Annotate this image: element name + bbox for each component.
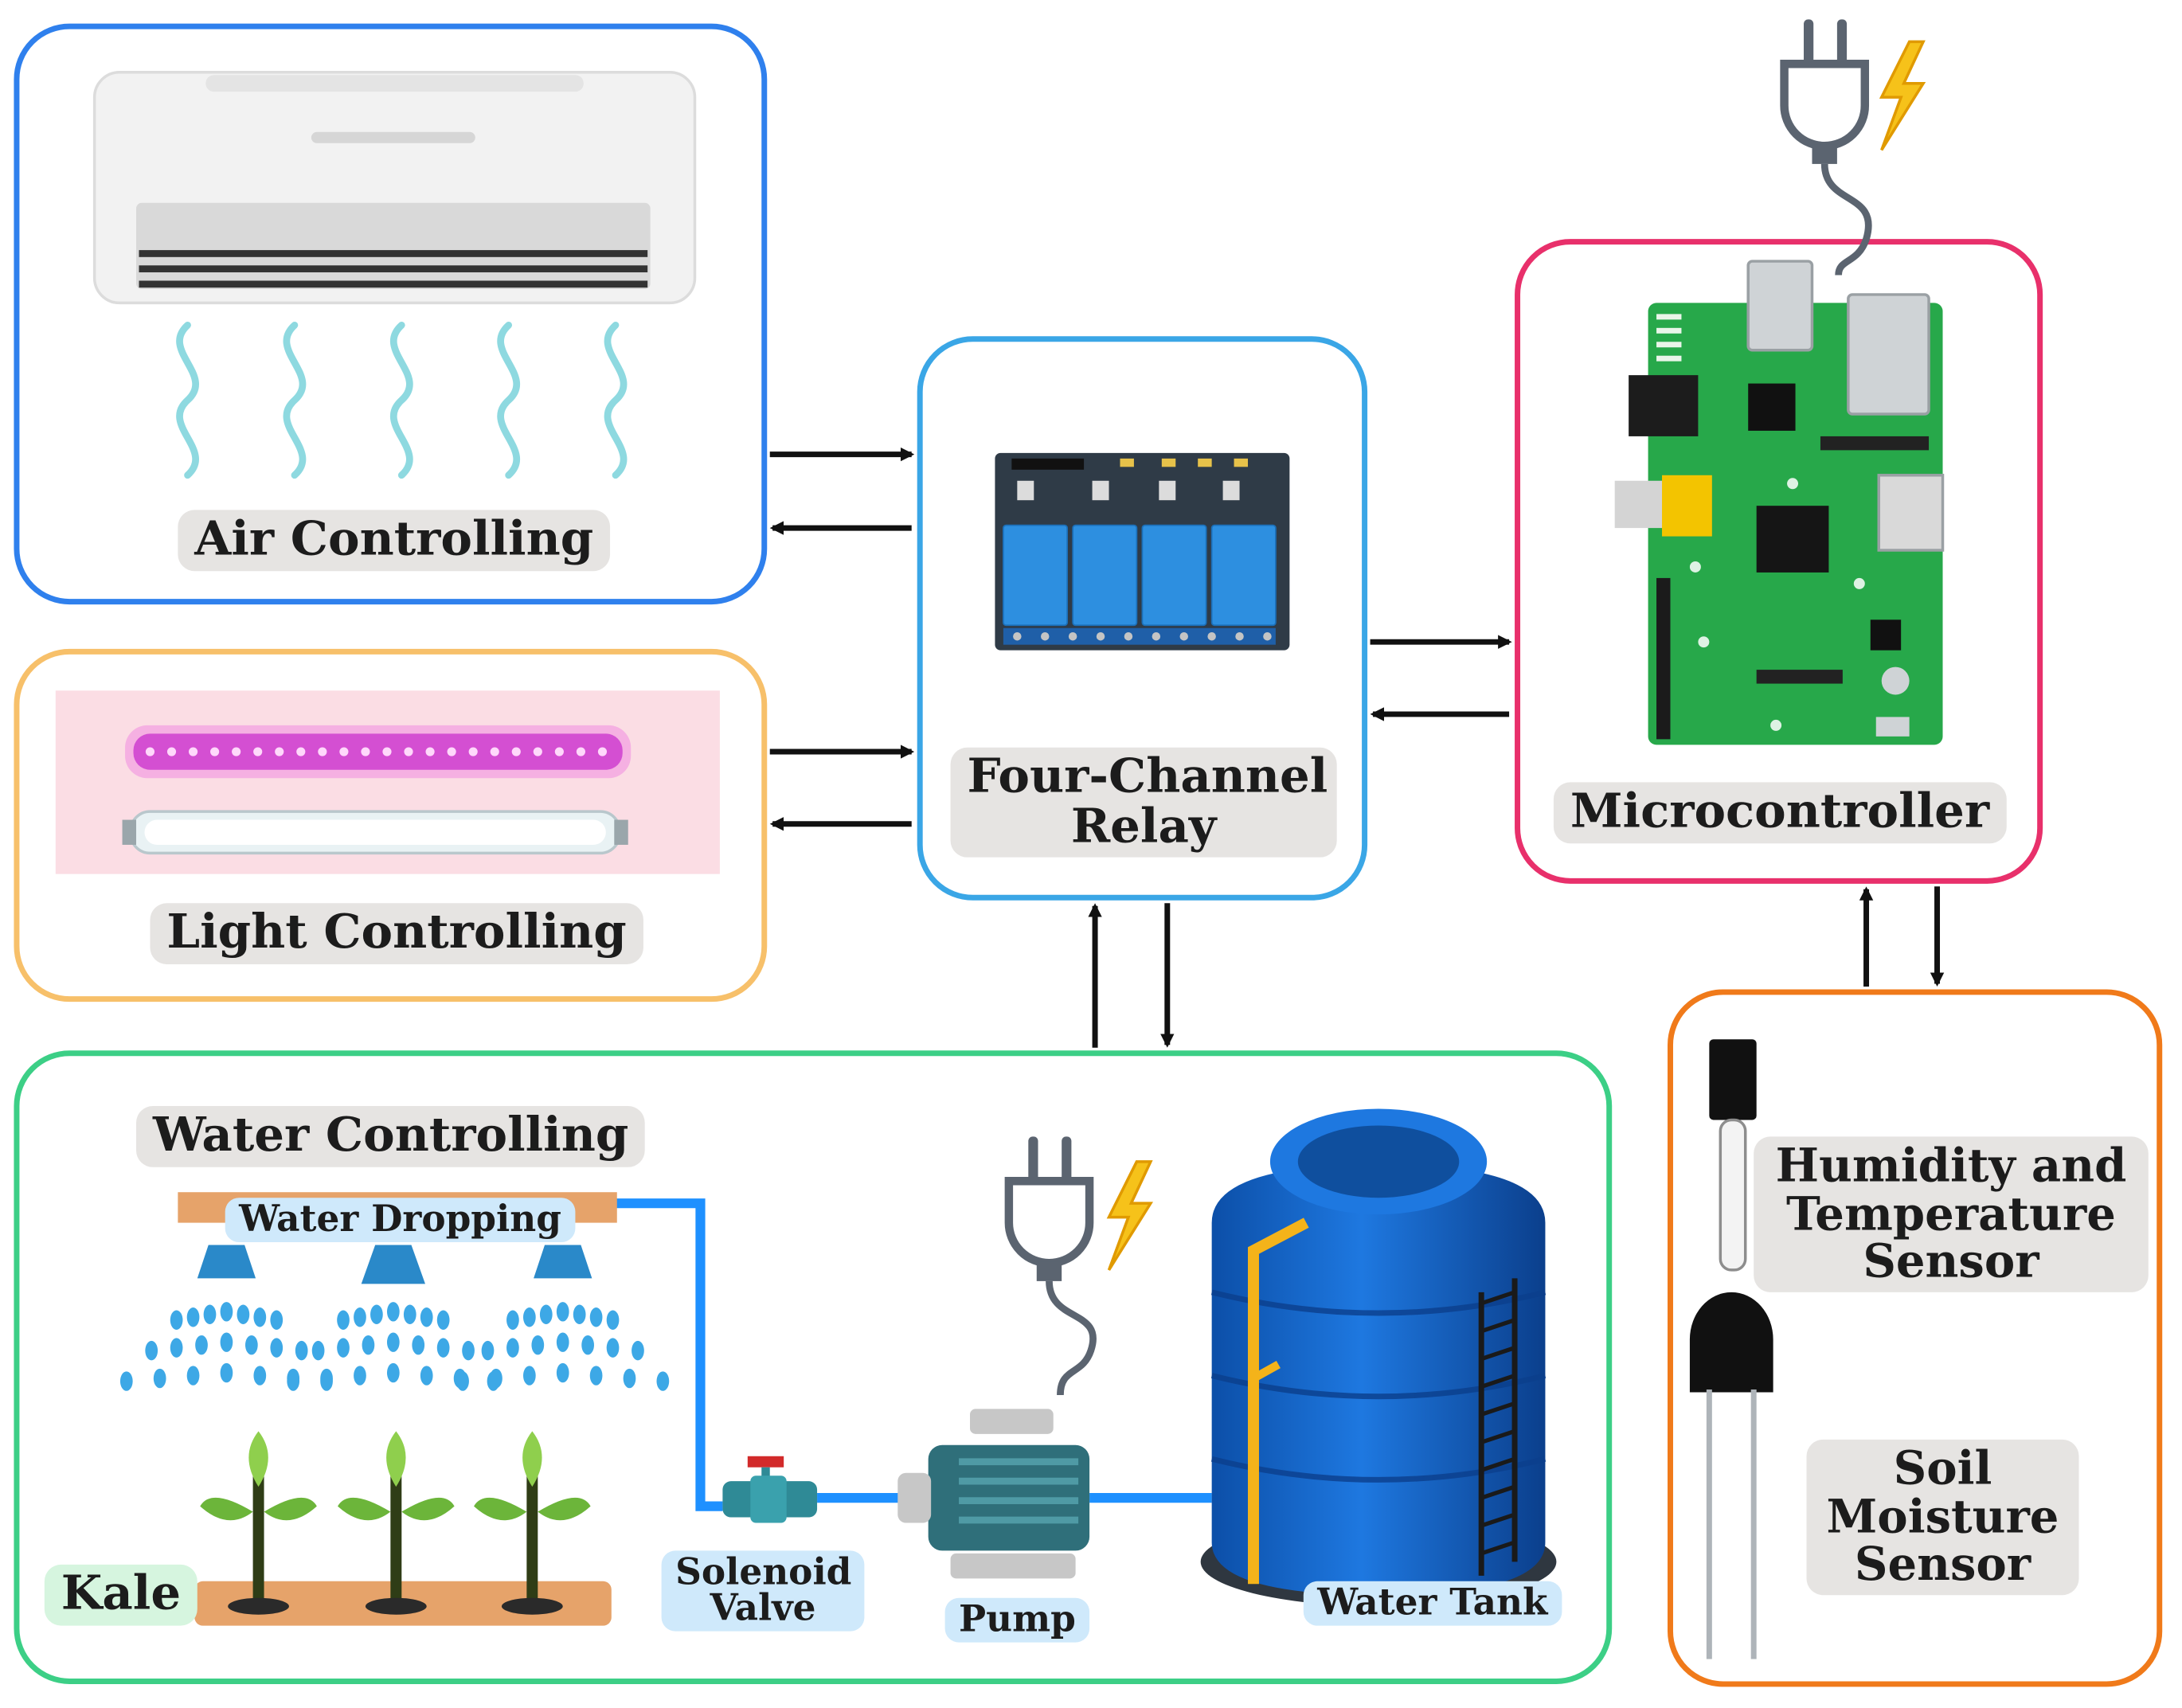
kale-plant-icon bbox=[194, 1431, 612, 1626]
microcontroller-label: Microcontroller bbox=[1553, 782, 2007, 843]
pump-label: Pump bbox=[944, 1597, 1090, 1643]
raspberry-pi-board-icon bbox=[1614, 260, 1945, 745]
valve-label-line2: Valve bbox=[710, 1588, 816, 1630]
humidity-label-line1: Humidity and bbox=[1775, 1138, 2127, 1193]
humidity-label-line2: Temperature bbox=[1786, 1186, 2116, 1241]
kale-label: Kale bbox=[44, 1564, 198, 1626]
humidity-temperature-sensor-icon bbox=[1709, 1039, 1757, 1272]
water-tank-label: Water Tank bbox=[1303, 1581, 1562, 1626]
soil-moisture-sensor-icon bbox=[1689, 1292, 1773, 1659]
water-controlling-label: Water Controlling bbox=[136, 1106, 646, 1167]
relay-label-line1: Four-Channel bbox=[967, 748, 1328, 805]
plug-icon-micro bbox=[1780, 19, 1872, 276]
edges bbox=[769, 447, 1945, 1048]
water-tank-icon bbox=[1200, 1108, 1557, 1607]
water-dropping-label: Water Dropping bbox=[225, 1198, 576, 1243]
solenoid-valve-label: Solenoid Valve bbox=[661, 1550, 865, 1632]
relay-label: Four-Channel Relay bbox=[950, 747, 1337, 858]
humidity-label-line3: Sensor bbox=[1863, 1234, 2039, 1289]
relay-label-line2: Relay bbox=[1070, 798, 1217, 854]
valve-label-line1: Solenoid bbox=[675, 1552, 852, 1594]
soil-moisture-sensor-label: Soil Moisture Sensor bbox=[1806, 1439, 2079, 1596]
grow-light-tube-icon bbox=[55, 690, 720, 874]
humidity-temperature-sensor-label: Humidity and Temperature Sensor bbox=[1754, 1136, 2149, 1292]
solenoid-valve-icon bbox=[722, 1456, 818, 1523]
soil-label-line3: Sensor bbox=[1854, 1537, 2031, 1592]
pump-icon bbox=[897, 1409, 1090, 1579]
relay-module-icon bbox=[995, 452, 1290, 651]
soil-label-line1: Soil bbox=[1893, 1440, 1992, 1495]
air-conditioner-icon bbox=[92, 70, 697, 479]
water-dropping-icon bbox=[119, 1192, 670, 1391]
lightning-icon-pump bbox=[1106, 1160, 1154, 1271]
lightning-icon-micro bbox=[1879, 40, 1926, 151]
light-controlling-label: Light Controlling bbox=[150, 903, 643, 964]
plug-icon-pump bbox=[1004, 1136, 1097, 1396]
air-controlling-label: Air Controlling bbox=[178, 510, 611, 571]
soil-label-line2: Moisture bbox=[1826, 1489, 2059, 1544]
